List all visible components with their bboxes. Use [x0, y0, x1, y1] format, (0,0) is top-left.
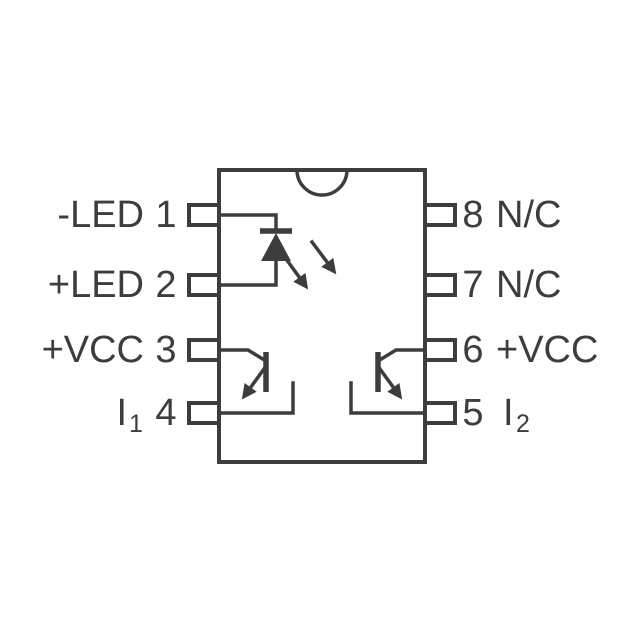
pin-8: 8 N/C — [423, 194, 561, 236]
pin-2-number: 2 — [155, 264, 176, 306]
pin-4-label: I — [116, 392, 127, 434]
detector-right-collector-wire — [375, 348, 427, 364]
pin-8-number: 8 — [462, 194, 483, 236]
pin-5-number: 5 — [462, 392, 483, 434]
detector-left-output-wire — [217, 381, 295, 415]
pin-7-pad — [423, 273, 457, 297]
pin-5: 5 I 2 — [423, 392, 530, 438]
pin-4: 4 I 1 — [116, 392, 221, 438]
light-arrow-icon — [281, 253, 309, 290]
pin-5-pad — [423, 401, 457, 425]
pin-2: 2 +LED — [48, 264, 221, 306]
photodetector-symbol-right — [349, 348, 427, 415]
led-diode-symbol — [217, 213, 292, 287]
pin-2-pad — [187, 273, 221, 297]
pin-7-label: N/C — [496, 264, 561, 306]
pin-7-number: 7 — [462, 264, 483, 306]
pin-1-pad — [187, 203, 221, 227]
led-anode-wire — [217, 259, 278, 287]
pin-1-label: -LED — [57, 194, 144, 236]
pin-3-label: +VCC — [42, 329, 144, 371]
pin-1-number: 1 — [155, 194, 176, 236]
pin-1: 1 -LED — [57, 194, 221, 236]
pin-6-number: 6 — [462, 329, 483, 371]
pin1-index-notch-icon — [295, 168, 349, 197]
detector-right-emitter-arrow — [377, 366, 403, 400]
pin-6-pad — [423, 338, 457, 362]
light-emission-arrows — [281, 239, 337, 290]
light-arrow-icon — [309, 239, 337, 275]
pin-4-number: 4 — [155, 392, 176, 434]
pin-2-label: +LED — [48, 264, 144, 306]
led-anode-triangle — [261, 233, 291, 261]
pin-4-label-subscript: 1 — [129, 410, 143, 438]
pin-6: 6 +VCC — [423, 329, 598, 371]
pin-8-pad — [423, 203, 457, 227]
detector-right-output-wire — [349, 381, 427, 415]
pin-6-label: +VCC — [496, 329, 598, 371]
detector-left-emitter-arrow — [241, 366, 267, 400]
led-cathode-wire — [217, 213, 278, 233]
pin-5-label-subscript: 2 — [516, 410, 530, 438]
photodetector-symbol-left — [217, 348, 295, 415]
detector-left-collector-wire — [217, 348, 269, 364]
pin-3: 3 +VCC — [42, 329, 221, 371]
pin-8-label: N/C — [496, 194, 561, 236]
pin-3-pad — [187, 338, 221, 362]
pin-3-number: 3 — [155, 329, 176, 371]
pin-5-label: I — [503, 392, 514, 434]
pin-4-pad — [187, 401, 221, 425]
pin-7: 7 N/C — [423, 264, 561, 306]
